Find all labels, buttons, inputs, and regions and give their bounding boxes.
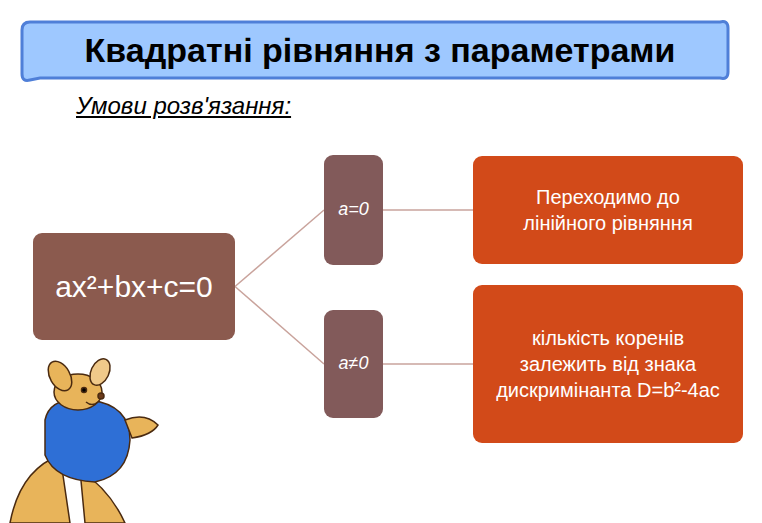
title: Квадратні рівняння з параметрами — [40, 22, 720, 78]
result-box: Переходимо до лінійного рівняння — [473, 156, 743, 264]
node-text: Переходимо до лінійного рівняння — [495, 184, 721, 236]
equation-box: ax²+bx+c=0 — [33, 233, 235, 340]
node-text: кількість коренів залежить від знака дис… — [495, 325, 721, 403]
result-box: кількість коренів залежить від знака дис… — [473, 285, 743, 443]
connector — [235, 210, 324, 287]
connector — [383, 363, 473, 365]
node-text: ax²+bx+c=0 — [55, 267, 213, 306]
node-text: a≠0 — [339, 352, 369, 375]
title-banner — [22, 22, 728, 81]
condition-box: a=0 — [324, 155, 383, 265]
connector — [383, 209, 473, 211]
condition-box: a≠0 — [324, 310, 383, 418]
node-text: a=0 — [338, 198, 369, 221]
connector — [235, 287, 324, 365]
subtitle: Умови розв'язання: — [76, 92, 291, 120]
kangaroo-figure — [10, 356, 158, 523]
